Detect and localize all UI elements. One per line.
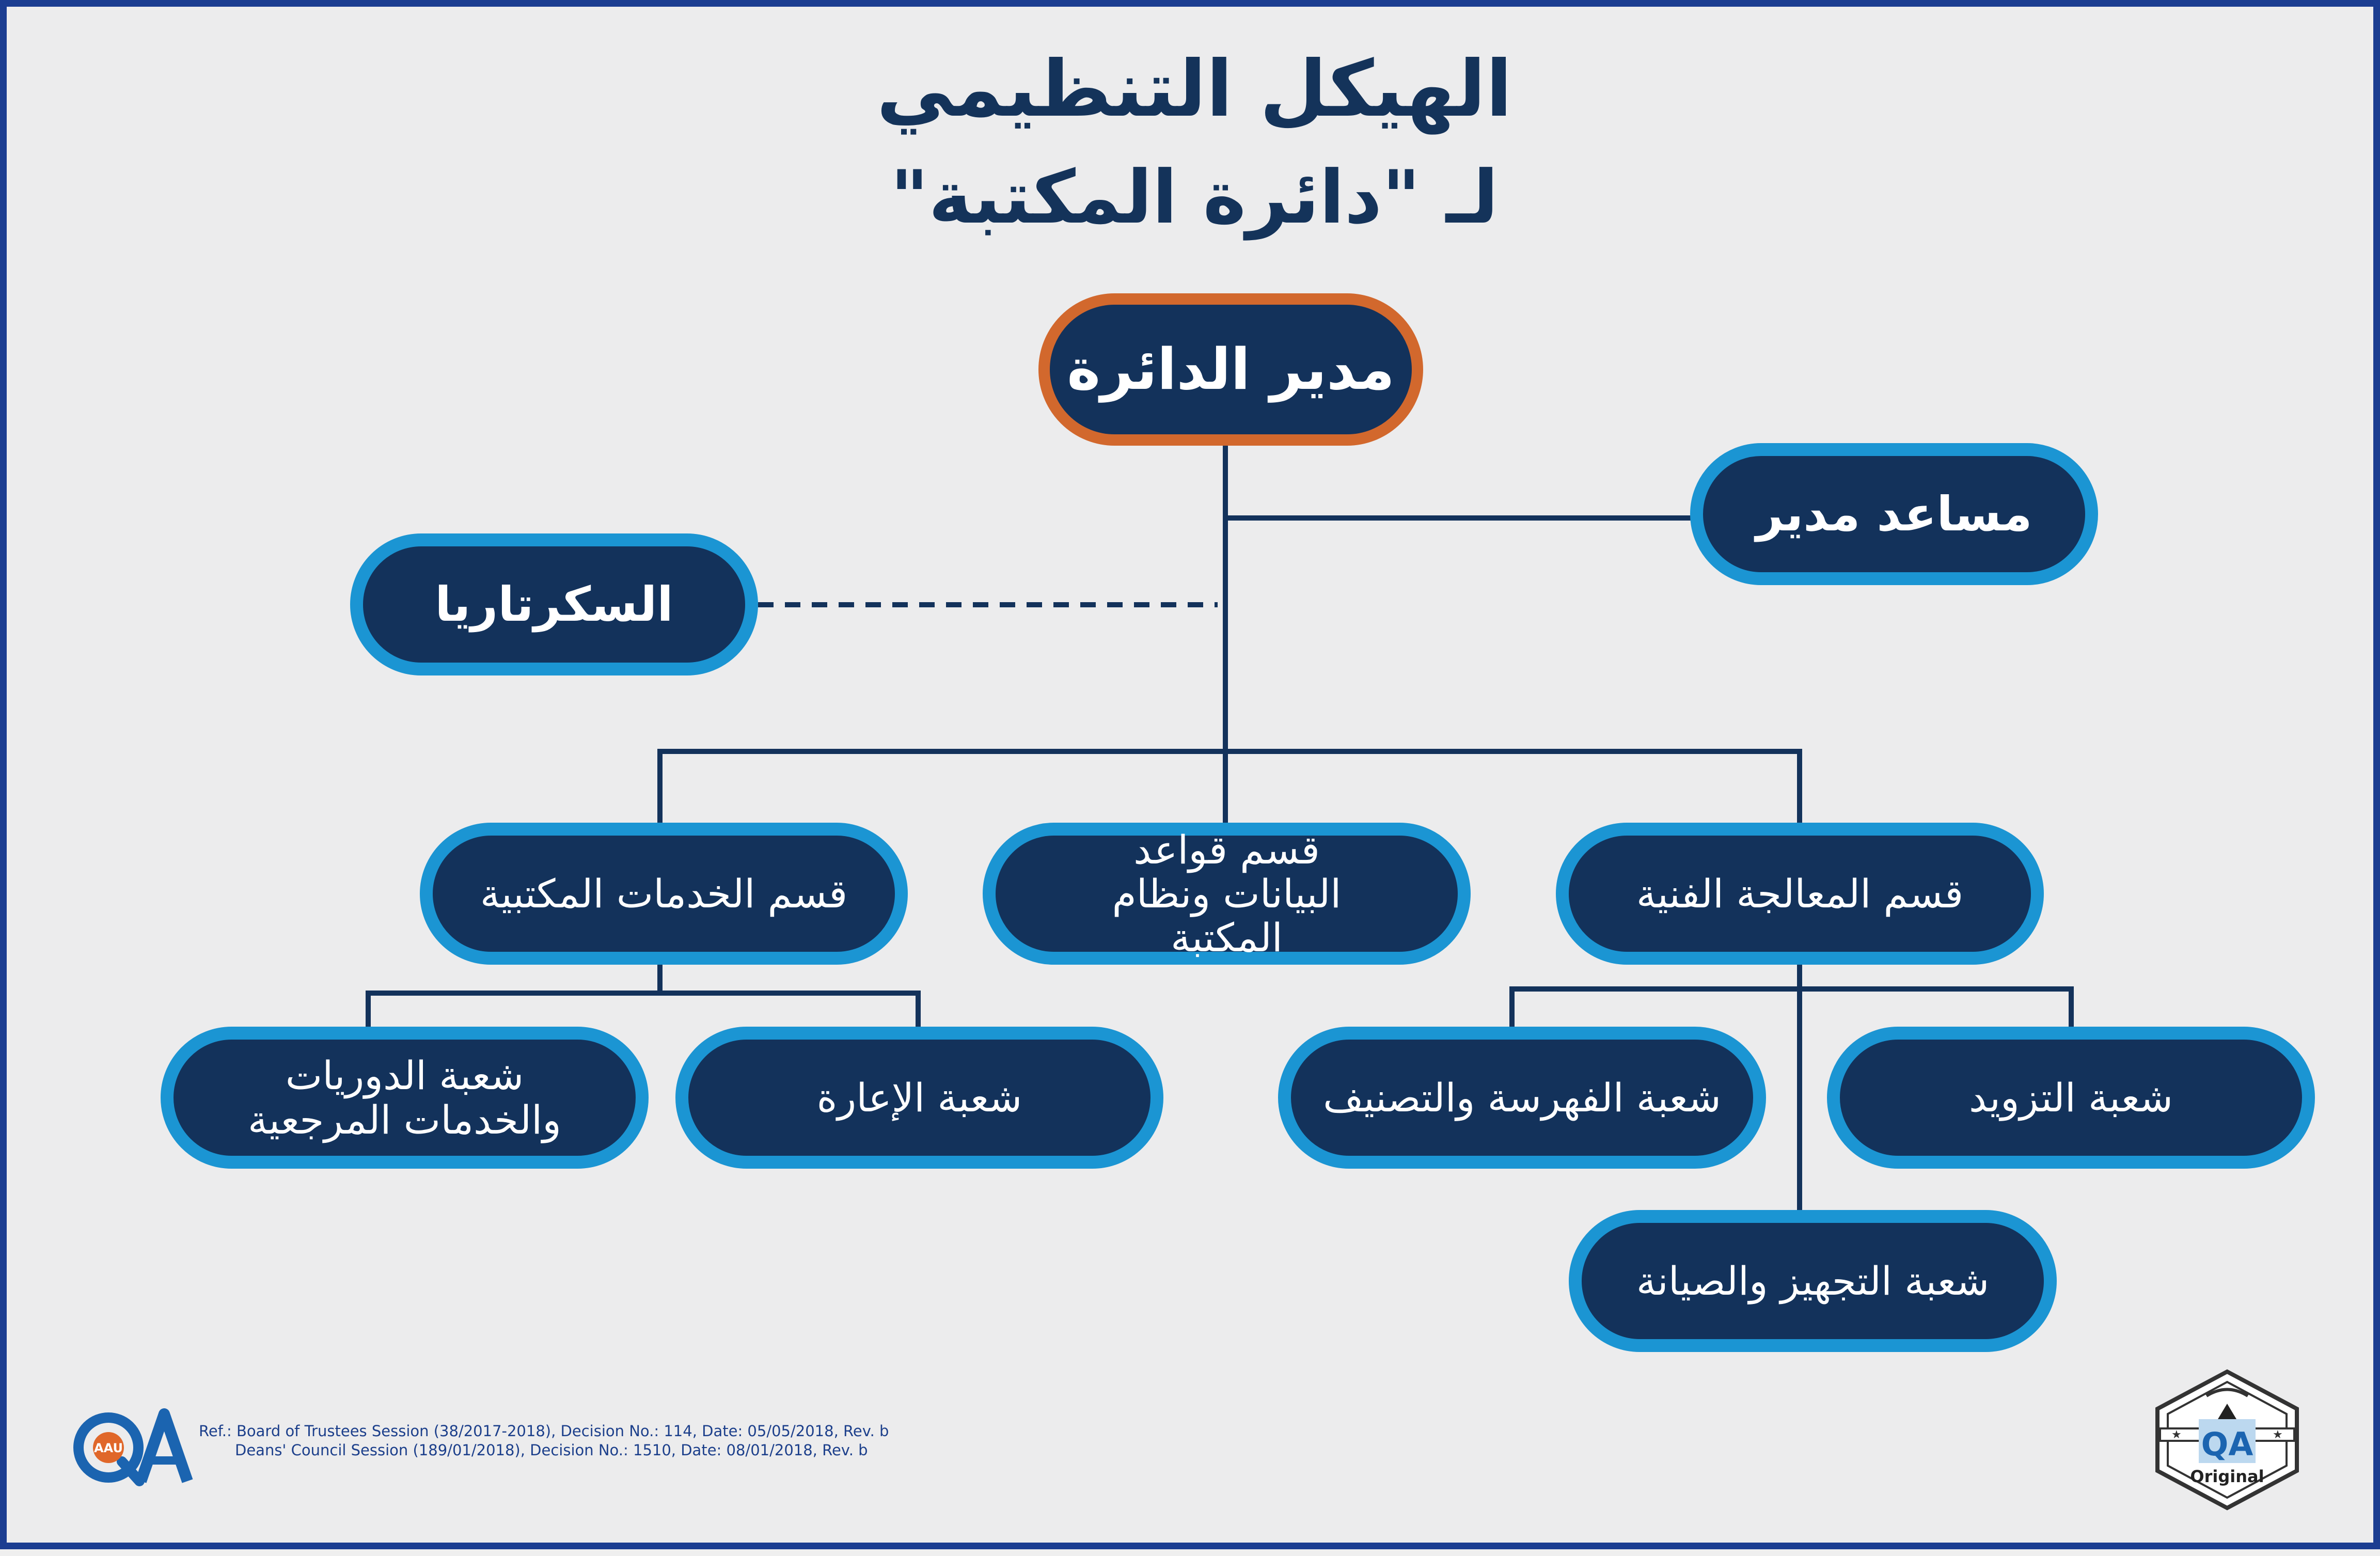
technical-processing-node: قسم المعالجة الفنية (1556, 823, 2044, 965)
aau-logo-text: AAU (94, 1441, 123, 1455)
badge-original-text: Original (2190, 1467, 2264, 1486)
acquisition-label: شعبة التزويد (1968, 1074, 2173, 1121)
library-services-node: قسم الخدمات المكتبية (420, 823, 908, 965)
reference-note: Ref.: Board of Trustees Session (38/2017… (199, 1422, 889, 1460)
qa-original-badge-icon: ★ ★ QA Original (2155, 1369, 2299, 1511)
databases-node: قسم قواعد البيانات ونظام المكتبة (983, 823, 1471, 965)
cataloging-node: شعبة الفهرسة والتصنيف (1278, 1027, 1766, 1169)
reference-line-2: Deans' Council Session (189/01/2018), De… (235, 1441, 868, 1459)
circulation-label: شعبة الإعارة (816, 1074, 1022, 1121)
svg-text:★: ★ (2171, 1428, 2182, 1441)
assistant-label: مساعد مدير (1756, 486, 2032, 542)
library-services-label: قسم الخدمات المكتبية (480, 870, 848, 917)
badge-qa-text: QA (2201, 1425, 2253, 1463)
director-node: مدير الدائرة (1038, 293, 1423, 446)
svg-text:★: ★ (2273, 1428, 2283, 1441)
preparation-node: شعبة التجهيز والصيانة (1569, 1210, 2057, 1352)
secretariat-node: السكرتاريا (350, 533, 758, 675)
director-label: مدير الدائرة (1067, 336, 1395, 402)
technical-processing-label: قسم المعالجة الفنية (1636, 870, 1964, 917)
cataloging-label: شعبة الفهرسة والتصنيف (1323, 1074, 1721, 1121)
qa-logo-icon: AAU (73, 1408, 193, 1486)
secretariat-label: السكرتاريا (435, 576, 673, 632)
chart-subtitle: لـ "دائرة المكتبة" (890, 155, 1499, 240)
databases-label: قسم قواعد البيانات ونظام المكتبة (1112, 826, 1342, 961)
chart-title: الهيكل التنظيمي (876, 44, 1512, 134)
aau-qa-logo: AAU (71, 1404, 195, 1491)
connector-lines (366, 443, 2074, 1218)
periodicals-node: شعبة الدوريات والخدمات المرجعية (161, 1027, 649, 1169)
periodicals-label: شعبة الدوريات والخدمات المرجعية (248, 1052, 561, 1143)
acquisition-node: شعبة التزويد (1827, 1027, 2315, 1169)
preparation-label: شعبة التجهيز والصيانة (1636, 1258, 1990, 1304)
qa-original-badge: ★ ★ QA Original (2150, 1368, 2305, 1512)
assistant-node: مساعد مدير (1690, 443, 2098, 585)
circulation-node: شعبة الإعارة (675, 1027, 1163, 1169)
reference-line-1: Ref.: Board of Trustees Session (38/2017… (199, 1422, 889, 1440)
